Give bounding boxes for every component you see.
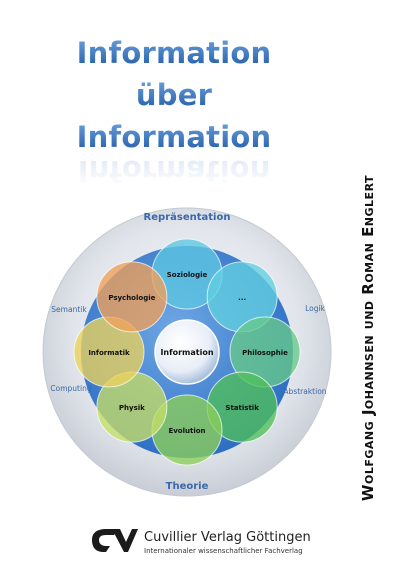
node-label: Evolution [168, 427, 205, 435]
center-circle [154, 319, 220, 385]
node-label: ... [238, 294, 246, 302]
title-line-3: Information [0, 120, 348, 154]
label-abstraktion: Abstraktion [283, 387, 326, 396]
authors-text: Wolfgang Johannsen und Roman Englert [359, 174, 377, 501]
label-semantik: Semantik [51, 305, 87, 314]
label-computing: Computing [50, 384, 91, 393]
node-physik: Physik [96, 371, 168, 443]
publisher-logo-icon [92, 529, 138, 552]
node-label: Physik [119, 404, 145, 412]
publisher-tagline: Internationaler wissenschaftlicher Fachv… [144, 547, 303, 555]
title-line-2: über [0, 78, 348, 112]
node-label: Soziologie [167, 271, 208, 279]
publisher-name: Cuvillier Verlag Göttingen [144, 530, 311, 545]
label-bottom: Theorie [166, 481, 209, 492]
label-logik: Logik [305, 304, 325, 313]
node-label: Psychologie [108, 294, 155, 302]
node-label: Informatik [88, 349, 130, 357]
node-circle [96, 261, 168, 333]
label-top: Repräsentation [144, 212, 231, 223]
node-psychologie: Psychologie [96, 261, 168, 333]
node-label: Statistik [225, 404, 259, 412]
title-line-1: Information [0, 36, 348, 70]
node-label: Philosophie [242, 349, 288, 357]
authors-spine: Wolfgang Johannsen und Roman Englert [350, 160, 386, 515]
nodes-layer: Soziologie... PhilosophieStatistikEvoluti… [73, 238, 301, 466]
center-label: Information [160, 348, 213, 357]
